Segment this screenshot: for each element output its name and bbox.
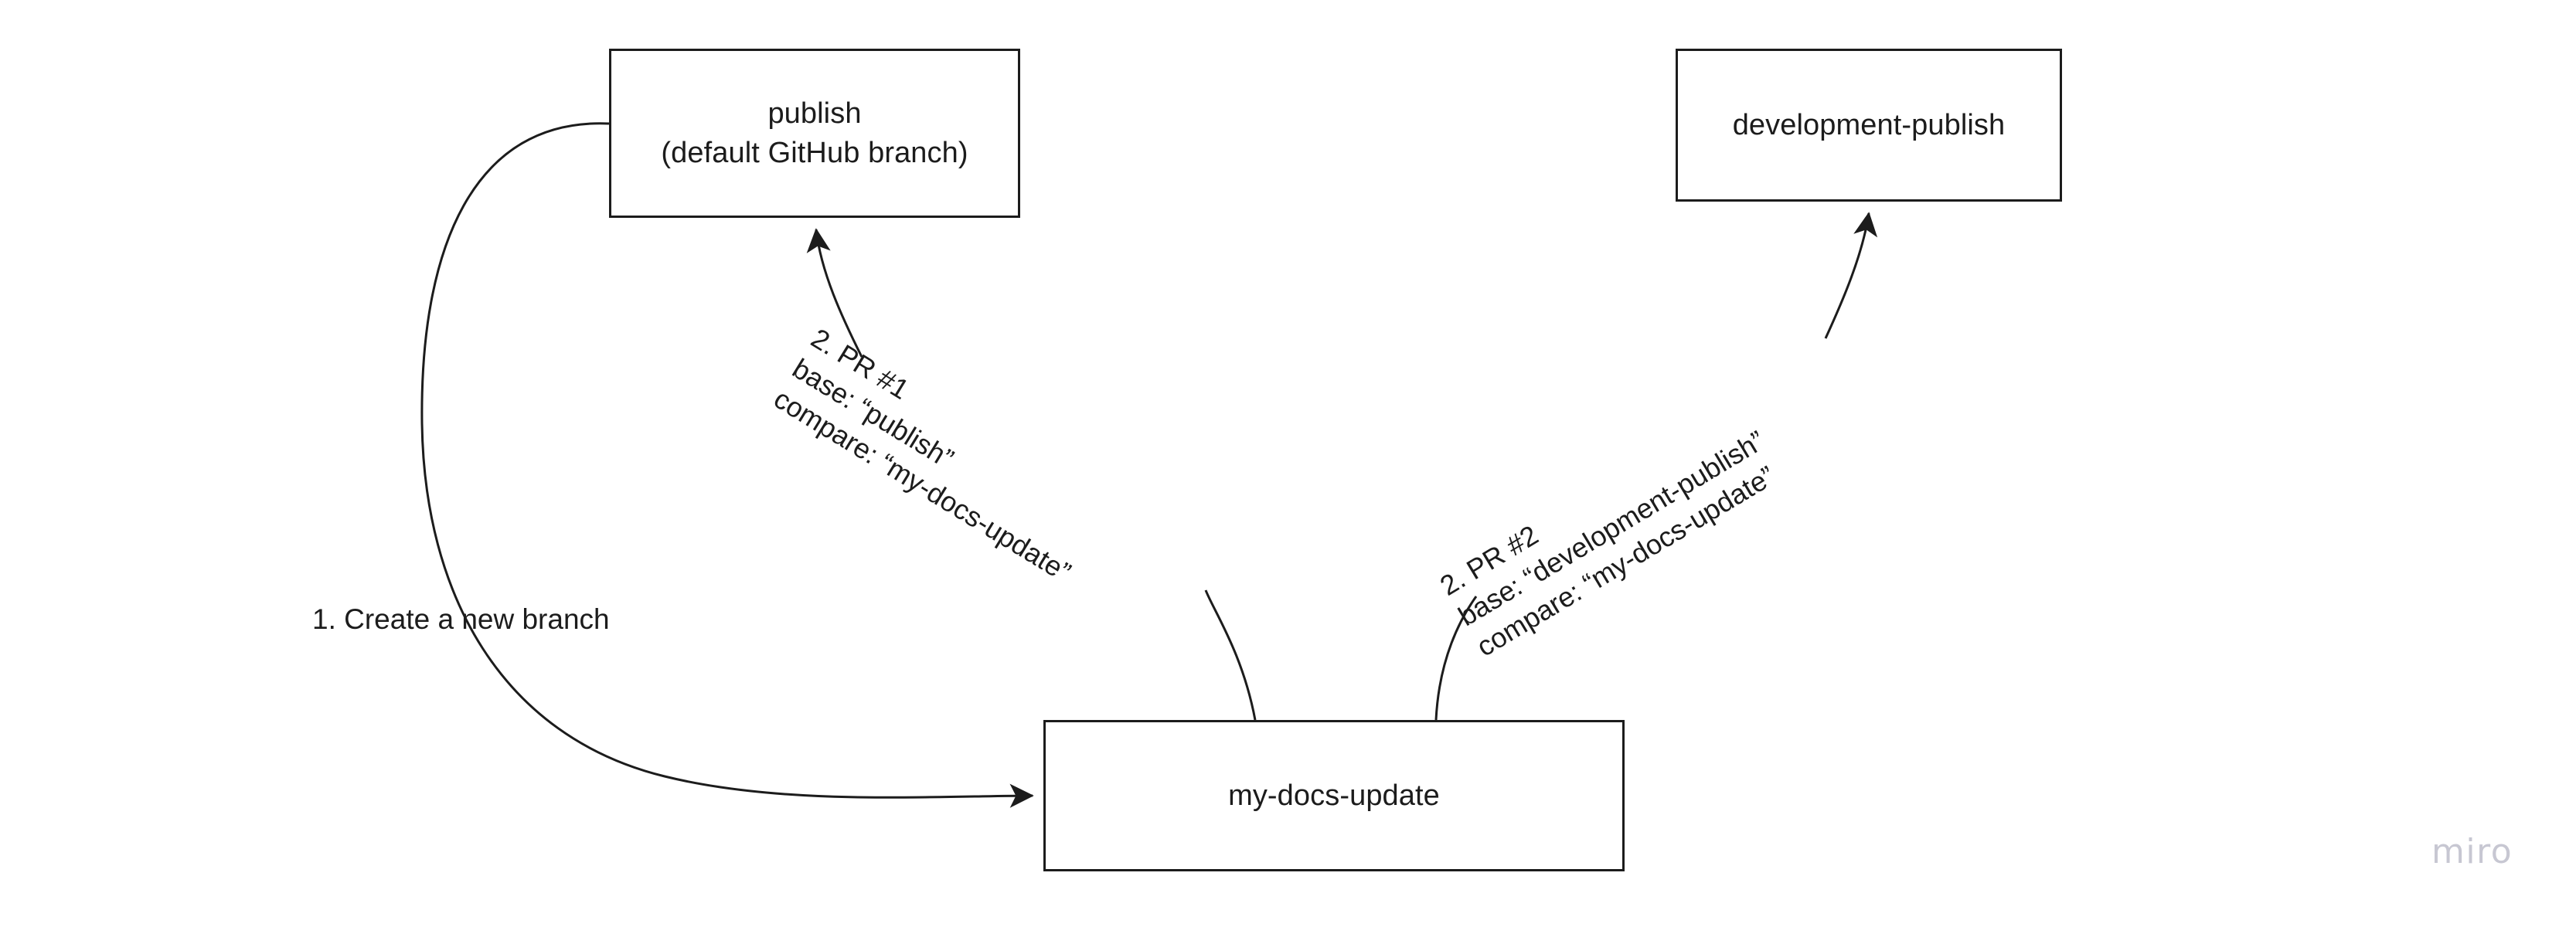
node-development-publish[interactable]: development-publish (1676, 49, 2062, 202)
node-my-docs-update-label: my-docs-update (1228, 779, 1440, 812)
node-publish-label: publish (default GitHub branch) (661, 97, 968, 169)
edge-label-create-branch: 1. Create a new branch (312, 603, 610, 635)
edge-pr-2-path-head (1824, 212, 1878, 339)
edge-label-pr-1: 2. PR #1 base: “publish” compare: “my-do… (768, 321, 1077, 589)
node-my-docs-update[interactable]: my-docs-update (1043, 720, 1625, 871)
node-development-publish-label: development-publish (1732, 108, 2006, 141)
node-publish[interactable]: publish (default GitHub branch) (609, 49, 1020, 218)
miro-watermark: miro (2431, 832, 2513, 871)
edge-label-pr-2: 2. PR #2 base: “development-publish” com… (1434, 424, 1781, 663)
edge-pr-1-path (1204, 589, 1257, 721)
